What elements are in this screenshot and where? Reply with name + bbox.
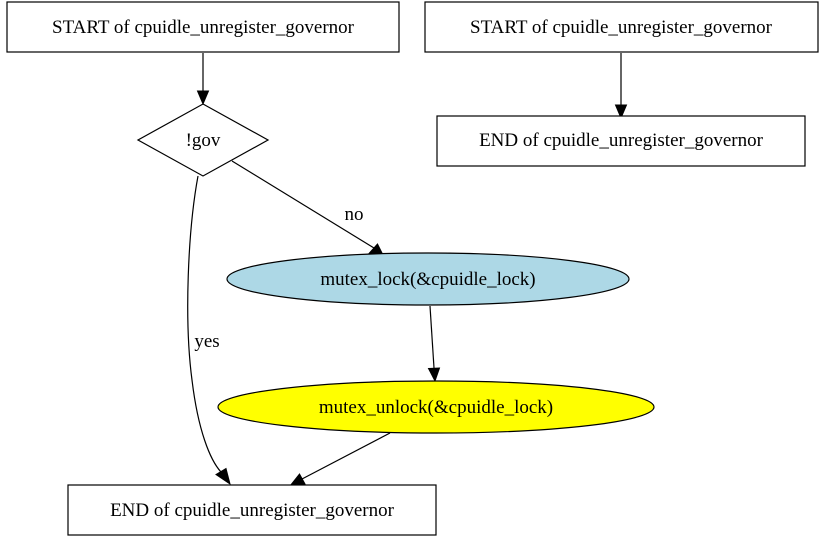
node-start-right: START of cpuidle_unregister_governor [424,1,819,53]
edge-lock-to-unlock [427,305,441,383]
node-end-left: END of cpuidle_unregister_governor [67,484,437,536]
node-mutex-lock: mutex_lock(&cpuidle_lock) [226,252,630,306]
mutex-unlock-ellipse [217,380,655,434]
node-end-left-label: END of cpuidle_unregister_governor [110,500,395,521]
node-mutex-unlock: mutex_unlock(&cpuidle_lock) [217,380,655,434]
node-decision-gov-label: !gov [186,130,221,151]
node-start-right-label: START of cpuidle_unregister_governor [470,17,773,38]
node-mutex-lock-label: mutex_lock(&cpuidle_lock) [320,269,535,290]
edge-unlock-to-end [288,432,391,487]
node-start-left: START of cpuidle_unregister_governor [6,1,400,53]
edge-decision-no: no [231,160,386,260]
node-end-right: END of cpuidle_unregister_governor [436,115,806,167]
node-mutex-unlock-label: mutex_unlock(&cpuidle_lock) [319,397,553,418]
edge-label-no: no [345,204,364,225]
edge-decision-yes: yes [187,175,231,486]
decision-diamond [136,103,270,177]
edge-start-to-decision [196,53,210,106]
node-end-right-label: END of cpuidle_unregister_governor [479,130,764,151]
node-decision-gov: !gov [136,103,270,177]
edge-right-start-to-end [614,53,628,120]
edge-label-yes: yes [194,331,219,352]
mutex-lock-ellipse [226,252,630,306]
node-start-left-label: START of cpuidle_unregister_governor [52,17,355,38]
